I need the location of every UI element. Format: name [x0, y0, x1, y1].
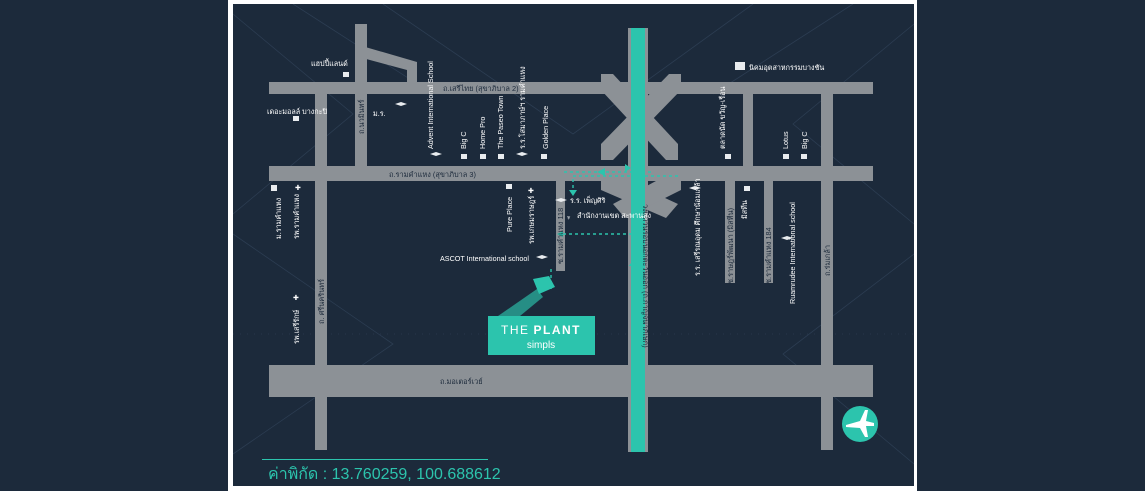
project-sub: simpls: [527, 340, 555, 351]
road-label-romklao: ถ.ร่มเกล้า: [823, 245, 832, 276]
poi-hosp-kasemrad: รพ.เกษมราษฎร์: [527, 196, 536, 244]
road-label-sukhapiban2: ถ.เสรีไทย (สุขาภิบาล 2): [443, 84, 519, 93]
poi-ramkhamhaeng-univ: ม.ร.: [373, 109, 386, 118]
ring-road: [631, 28, 645, 452]
hospital-icon: ✚: [528, 186, 534, 195]
school-icon: [395, 102, 407, 106]
shop-icon: [461, 154, 467, 159]
road-srinakarin: [315, 94, 327, 450]
road-label-raatpattana: ซ.ราษฎร์พัฒนา (มิสทีน): [726, 208, 735, 284]
shop-icon: [343, 72, 349, 77]
road-happyland: [355, 44, 417, 82]
shop-icon: [498, 154, 504, 159]
poi-bangchan: นิคมอุตสาหกรรมบางชัน: [749, 63, 824, 72]
shop-icon: [725, 154, 731, 159]
temple-icon: ♆: [566, 213, 571, 222]
poi-ramkhamhaeng-chain: ม.รามคำแหง: [274, 198, 283, 239]
shop-icon: [744, 186, 750, 191]
shop-icon: [506, 184, 512, 189]
road-label-soi118: ซ.รามคำแหง 118: [556, 208, 565, 264]
poi-ascot: ASCOT International school: [440, 254, 529, 263]
road-romklao: [821, 94, 833, 450]
poi-bigc-left: Big C: [459, 131, 468, 149]
poi-advent: Advent International School: [426, 61, 435, 149]
hospital-icon: ✚: [295, 183, 301, 192]
road-market: [743, 94, 753, 167]
poi-pensiri: ร.ร. เพ็ญศิริ: [570, 195, 606, 205]
school-icon: [536, 255, 548, 259]
road-raatpattana: [725, 181, 735, 283]
road-label-srinakarin: ถ. ศรีนครินทร์: [317, 279, 326, 324]
road-label-nawamin: ถ.นวมินทร์: [357, 99, 366, 134]
road-label-soi184: ซ.รามคำแหง 184: [764, 227, 773, 284]
poi-hosp-srinakarin: รพ.เสรีรักษ์: [292, 309, 301, 344]
poi-hosp-ramkhamhaeng: รพ.รามคำแหง: [292, 194, 301, 239]
school-icon: [516, 152, 528, 156]
school-icon: [781, 236, 793, 240]
map-background: [233, 4, 914, 486]
poi-homepro: Home Pro: [478, 117, 487, 149]
road-ramkhamhaeng118: [556, 181, 565, 271]
coordinates-divider: [262, 459, 488, 460]
school-icon: [689, 186, 701, 190]
poi-ruamrudee: Ruamrudee International school: [788, 202, 797, 304]
road-ramkhamhaeng184: [764, 181, 773, 283]
project-marker: [498, 276, 555, 316]
route-arrows: [557, 164, 637, 266]
road-ramkhamhaeng: [269, 166, 873, 181]
school-icon: [271, 185, 277, 191]
coordinates-text: ค่าพิกัด : 13.760259, 100.688612: [268, 466, 501, 483]
road-label-ring: วงแหวนรอบนอกตะวันออก (ถ.กาญจนาภิเษก): [641, 204, 650, 348]
project-logo: [488, 316, 595, 355]
poi-golden-place: Golden Place: [541, 106, 550, 149]
poi-market: ตลาดนัด ขวัญ-เรือน: [718, 87, 727, 149]
poi-pure-place: Pure Place: [505, 197, 514, 232]
poi-lotus: Lotus: [781, 131, 790, 149]
road-label-ramkhamhaeng: ถ.รามคำแหง (สุขาภิบาล 3): [389, 170, 476, 179]
route-path: [550, 171, 678, 289]
road-motorway: [269, 365, 873, 397]
poi-mistine: มิสทีน: [740, 200, 749, 219]
factory-icon: [735, 62, 745, 70]
school-icon: [555, 198, 567, 202]
shop-icon: [480, 154, 486, 159]
poi-somapa: ร.ร.โสมาภาษ์ฯ รามคำแหง: [518, 66, 527, 149]
shop-icon: [541, 154, 547, 159]
shop-icon: [783, 154, 789, 159]
poi-fashion-island: เดอะมอลล์ บางกะปิ: [267, 107, 327, 116]
shop-icon: [801, 154, 807, 159]
location-map: ถ.เสรีไทย (สุขาภิบาล 2) ถ.รามคำแหง (สุขา…: [233, 4, 914, 486]
poi-paseo: The Paseo Town: [496, 96, 505, 149]
poi-happyland: แฮปปี้แลนด์: [311, 58, 348, 68]
poi-bigc-right: Big C: [800, 131, 809, 149]
school-icon: [430, 152, 442, 156]
shop-icon: [293, 116, 299, 121]
road-nawamin: [355, 24, 367, 167]
poi-seriros: ร.ร. เสรีรณอุดม ศึกษาน้อมเกล้า: [693, 178, 702, 276]
road-sukhapiban2: [269, 82, 873, 94]
poi-district-office: สำนักงานเขต สะพานสูง: [577, 211, 651, 220]
roads: [269, 24, 873, 450]
hospital-icon: ✚: [293, 293, 299, 302]
road-label-motorway: ถ.มอเตอร์เวย์: [440, 377, 483, 386]
